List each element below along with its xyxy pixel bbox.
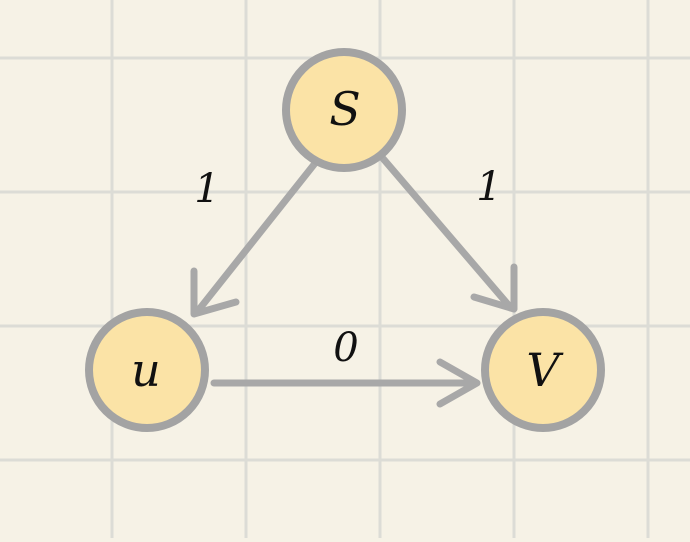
arrowhead-icon — [470, 263, 518, 313]
node-v-label: V — [526, 343, 564, 397]
edge-s-to-v — [376, 151, 518, 313]
edge-u-to-v — [210, 358, 481, 408]
node-u-label: u — [131, 343, 161, 397]
arrowhead-icon — [436, 358, 481, 408]
edge-weight-s-to-u: 1 — [194, 166, 219, 212]
edges — [190, 151, 518, 408]
node-s-label: S — [329, 82, 361, 136]
node-s: S — [282, 48, 406, 172]
edge-weight-s-to-v: 1 — [476, 164, 501, 210]
arrowhead-icon — [190, 267, 240, 318]
node-u: u — [85, 308, 209, 432]
edge-s-to-u — [190, 158, 320, 318]
edge-weight-u-to-v: 0 — [333, 325, 358, 371]
node-v: V — [481, 308, 605, 432]
